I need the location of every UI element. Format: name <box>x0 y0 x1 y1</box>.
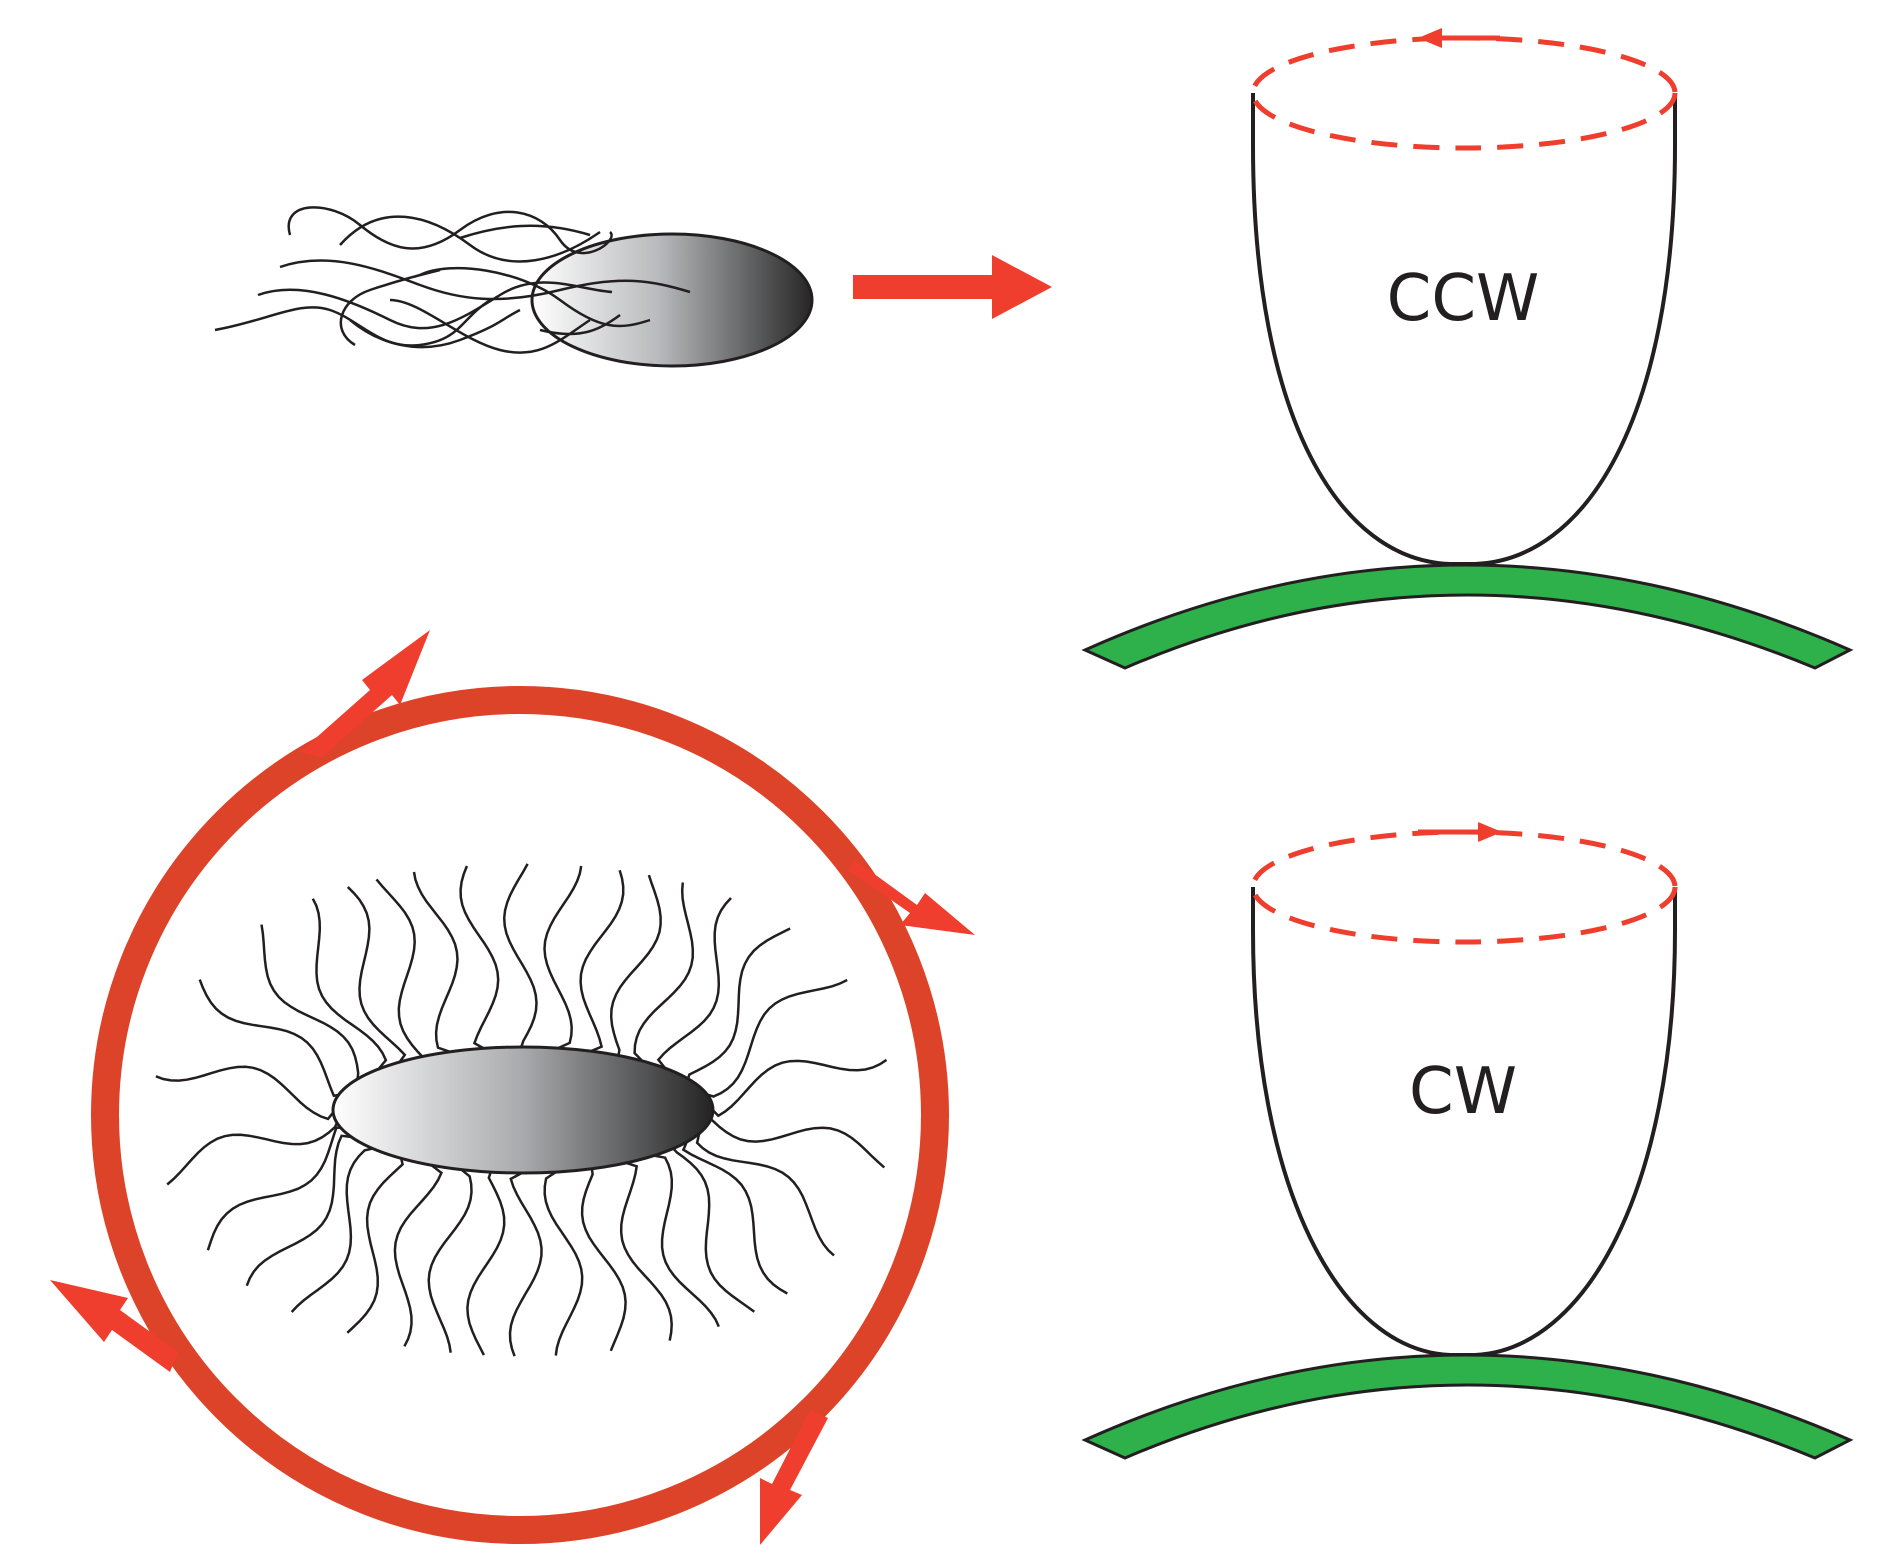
flagellum <box>245 1134 360 1287</box>
arrow-up-right-icon <box>300 630 430 757</box>
cw-rotation-path <box>1250 829 1678 945</box>
arrow-down-icon <box>760 1410 828 1545</box>
flagellum <box>508 1169 543 1357</box>
ccw-label: CCW <box>1387 262 1540 336</box>
tumbling-bacterium <box>50 630 975 1545</box>
flagellum <box>633 882 695 1066</box>
flagellum <box>290 1146 378 1313</box>
arrow-down-right-icon <box>848 860 975 935</box>
flagellar-bundle <box>214 206 691 354</box>
flagellum <box>705 1058 888 1118</box>
flagellum <box>346 1155 404 1334</box>
flagellum <box>346 886 407 1067</box>
flagellum <box>206 1126 347 1251</box>
flagellum <box>609 874 662 1058</box>
flagellum <box>459 865 500 1052</box>
flagellum <box>260 924 360 1084</box>
cw-motor: CW <box>1081 822 1854 1460</box>
flagellum <box>681 1136 788 1295</box>
flagellum <box>427 1166 473 1353</box>
flagellum <box>543 1168 584 1356</box>
flagellum <box>166 1115 341 1186</box>
flagellum <box>393 1161 443 1347</box>
surface-bottom <box>1081 1353 1854 1460</box>
ccw-motor: CCW <box>1081 28 1854 670</box>
flagellum <box>543 865 583 1051</box>
cell-body-tumbling <box>331 1045 715 1175</box>
flagellum <box>685 927 791 1083</box>
flagellum <box>375 878 425 1060</box>
flagellum <box>619 1160 673 1341</box>
surface-top <box>1081 563 1854 670</box>
swimming-bacterium <box>214 206 814 368</box>
flagellum <box>466 1169 506 1356</box>
flagellum <box>656 897 732 1074</box>
ccw-rotation-path <box>1250 35 1678 151</box>
cell-body <box>530 232 814 368</box>
arrow-right-icon <box>1418 822 1502 842</box>
flagellum <box>699 978 848 1098</box>
flagellum <box>695 1125 835 1257</box>
flagellum <box>198 979 346 1098</box>
flagellum <box>670 1145 756 1313</box>
flagellum <box>412 871 459 1055</box>
arrow-left-icon <box>1418 28 1500 48</box>
flagellum <box>705 1114 886 1169</box>
arrow-left-icon <box>50 1280 178 1372</box>
tumble-ring <box>91 686 949 1544</box>
cw-label: CW <box>1409 1055 1517 1129</box>
flagellum <box>311 898 388 1075</box>
arrow-right-icon <box>853 255 1052 319</box>
flagellum <box>648 1153 720 1328</box>
flagellum <box>502 863 538 1050</box>
flagellum <box>580 1166 627 1352</box>
flagellum <box>579 869 625 1054</box>
flagella-radial <box>155 863 888 1357</box>
flagellum <box>155 1065 341 1121</box>
